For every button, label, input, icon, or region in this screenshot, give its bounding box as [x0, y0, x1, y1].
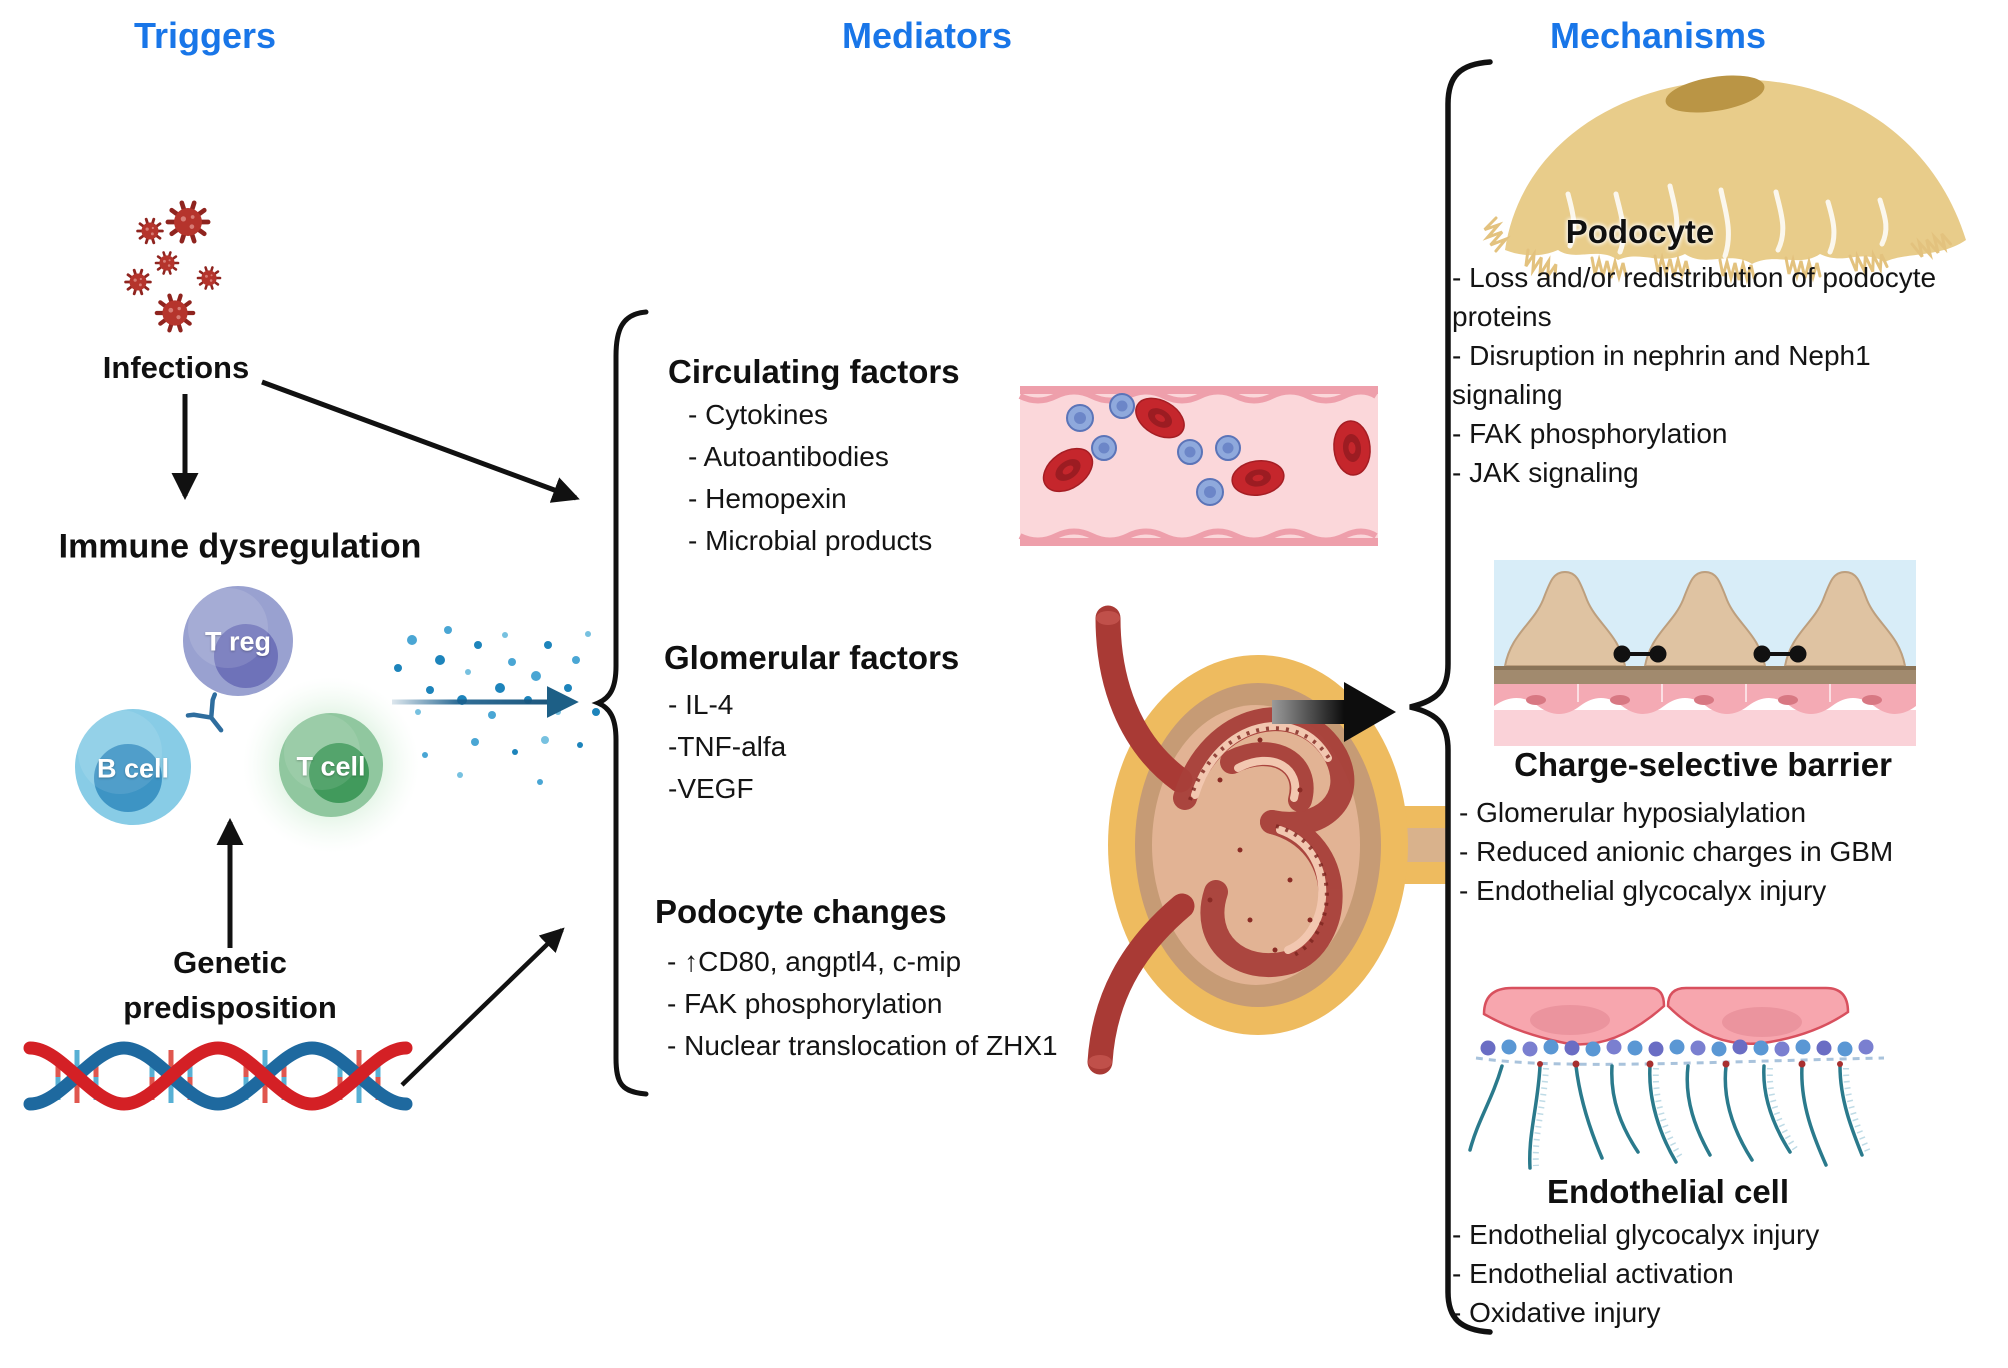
list-item: - IL-4 [668, 689, 734, 720]
list-item: - Disruption in nephrin and Neph1 signal… [1452, 340, 1871, 410]
arrow-mediators-to-mechanisms [1272, 682, 1396, 742]
glomerulus-illustration [1087, 605, 1448, 1075]
circulating-factors-list: - Cytokines - Autoantibodies - Hemopexin… [688, 394, 1028, 562]
virus-cluster-icon [124, 203, 222, 331]
list-item: - Endothelial glycocalyx injury [1459, 875, 1827, 906]
list-item: -TNF-alfa [668, 731, 787, 762]
cytokine-dots-icon [394, 626, 600, 785]
podocyte-illustration [1482, 75, 1966, 285]
list-item: - Oxidative injury [1452, 1297, 1661, 1328]
list-item: - JAK signaling [1452, 457, 1639, 488]
immune-cells-icon [1066, 393, 1241, 506]
mediators-header: Mediators [841, 15, 1013, 56]
circulating-factors-title: Circulating factors [668, 353, 960, 390]
infections-label: Infections [102, 350, 250, 385]
mechanisms-header: Mechanisms [1549, 15, 1767, 56]
list-item: - Autoantibodies [688, 441, 889, 472]
endothelial-illustration [1468, 986, 1885, 1170]
list-item: - Loss and/or redistribution of podocyte… [1452, 262, 1937, 332]
podocyte-changes-list: - ↑CD80, angptl4, c-mip - FAK phosphoryl… [667, 941, 1187, 1067]
podocyte-mechanisms-list: - Loss and/or redistribution of podocyte… [1452, 258, 1962, 492]
mechanisms-brace [1409, 59, 1493, 1335]
immune-dysregulation-label: Immune dysregulation [58, 527, 422, 566]
list-item: - FAK phosphorylation [1452, 418, 1728, 449]
arrow-infections-to-mediators [261, 379, 580, 503]
endothelial-cell-title: Endothelial cell [1546, 1173, 1790, 1210]
mediators-brace [591, 309, 649, 1097]
dna-icon [23, 1041, 413, 1111]
list-item: - Endothelial activation [1452, 1258, 1734, 1289]
endothelial-mechanisms-list: - Endothelial glycocalyx injury - Endoth… [1452, 1215, 2008, 1332]
glomerular-factors-title: Glomerular factors [664, 639, 960, 676]
blood-vessel-illustration [1018, 386, 1378, 546]
list-item: - Glomerular hyposialylation [1459, 797, 1807, 828]
tcell-icon [243, 677, 419, 853]
tcell-label: T cell [296, 751, 366, 782]
barrier-mechanisms-list: - Glomerular hyposialylation - Reduced a… [1459, 793, 2008, 910]
podocyte-title: Podocyte [1565, 213, 1715, 250]
treg-cell-label: T reg [204, 626, 272, 657]
bcell-icon [75, 709, 191, 825]
treg-cell-icon [183, 586, 293, 696]
list-item: -VEGF [668, 773, 754, 804]
glycocalyx-strands-icon [1468, 1064, 1864, 1170]
arrow-genetic-to-mediators [400, 927, 565, 1087]
genetic-label-line1: Genetic [173, 945, 287, 980]
glomerular-factors-list: - IL-4 -TNF-alfa -VEGF [668, 684, 968, 810]
glycocalyx-beads-icon [1480, 1039, 1874, 1057]
genetic-label-line2: predisposition [123, 990, 337, 1025]
red-blood-cells-icon [1042, 397, 1371, 496]
barrier-illustration [1494, 560, 1916, 746]
podocyte-changes-title: Podocyte changes [655, 893, 947, 930]
list-item: - Nuclear translocation of ZHX1 [667, 1030, 1058, 1061]
slit-diaphragm-icon [1613, 645, 1807, 663]
charge-selective-barrier-title: Charge-selective barrier [1514, 746, 1892, 783]
list-item: - Cytokines [688, 399, 829, 430]
list-item: - Microbial products [688, 525, 933, 556]
antibody-icon [185, 692, 224, 733]
list-item: - Endothelial glycocalyx injury [1452, 1219, 1820, 1250]
bcell-label: B cell [96, 753, 170, 784]
list-item: - ↑CD80, angptl4, c-mip [667, 946, 962, 977]
list-item: - Hemopexin [688, 483, 847, 514]
list-item: - Reduced anionic charges in GBM [1459, 836, 1894, 867]
list-item: - FAK phosphorylation [667, 988, 943, 1019]
triggers-header: Triggers [133, 15, 277, 56]
